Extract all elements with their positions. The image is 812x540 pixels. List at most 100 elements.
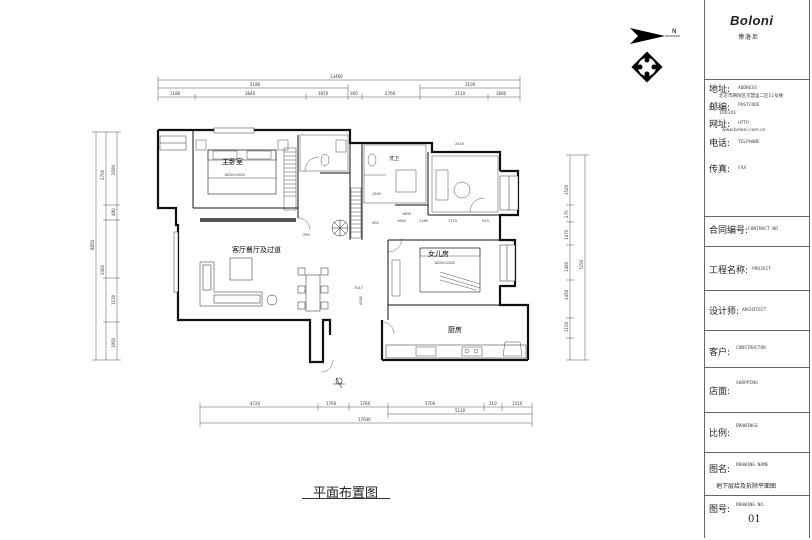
address-label: 地址: <box>709 85 731 95</box>
top-dimension-lines <box>157 76 521 101</box>
dim-top-a: 5180 <box>250 82 261 87</box>
brand-logo: Boloni <box>730 13 774 28</box>
plan-title-underline <box>302 498 390 499</box>
top-dimension-labels: 13460 5180 3100 1180 3840 1870 360 2760 … <box>170 74 507 96</box>
svg-text:970: 970 <box>482 219 489 223</box>
svg-text:3360: 3360 <box>100 264 105 275</box>
windows <box>159 127 519 293</box>
tel-value: TELPHONE <box>738 140 760 145</box>
client-value: CONSTRUCTOR <box>736 346 766 351</box>
svg-text:1460: 1460 <box>564 261 569 272</box>
store-label: 店面: <box>709 387 731 397</box>
left-dimension-labels: 8850 2700 2590 480 3360 1530 1950 <box>90 164 116 348</box>
scale-label: 比例: <box>709 429 731 439</box>
svg-text:1760: 1760 <box>326 401 337 406</box>
sink-icon <box>415 346 437 357</box>
address-value: ADDRESS <box>738 86 757 91</box>
drawing-name-cn: 地下层给及拆除平面图 <box>716 483 777 490</box>
living-room: 客厅餐厅及过道 <box>199 218 329 312</box>
web-label: 网址: <box>709 120 731 130</box>
svg-text:7017: 7017 <box>354 286 363 290</box>
postcode-number: 100101 <box>719 111 737 116</box>
designer-label: 设计师: <box>709 307 740 317</box>
fax-label: 传真: <box>709 165 731 175</box>
svg-text:1770: 1770 <box>448 219 457 223</box>
svg-text:310: 310 <box>489 401 497 406</box>
svg-text:2160: 2160 <box>419 219 428 223</box>
web-value: HTTP <box>738 121 749 126</box>
svg-text:1530: 1530 <box>111 294 116 305</box>
bathroom: 洗卫 <box>363 144 427 204</box>
master-bedroom: 主卧室 1800×2200 <box>195 139 289 195</box>
fax-value: FAX <box>738 166 747 171</box>
right-dimension-labels: 1520 270 1470 1460 1450 1150 7250 <box>564 184 584 332</box>
svg-text:480: 480 <box>111 208 116 216</box>
room-label-kitchen: 厨房 <box>448 325 462 334</box>
room-label-daughter: 女儿房 <box>428 249 449 258</box>
wardrobe-master <box>283 147 297 211</box>
entrance-marker-icon <box>333 377 345 389</box>
stove-icon <box>461 346 483 357</box>
bottom-dimension-lines <box>199 403 533 427</box>
svg-text:2510: 2510 <box>455 142 464 146</box>
room-label-bath: 洗卫 <box>389 155 399 162</box>
right-dimension-lines <box>566 154 589 361</box>
svg-text:1150: 1150 <box>564 321 569 332</box>
interior-walls <box>192 130 500 320</box>
designer-value: ARCHITECT <box>742 308 767 313</box>
utility-room <box>431 155 499 213</box>
dim-top-total: 13460 <box>330 74 343 79</box>
kitchen: 厨房 <box>385 325 527 359</box>
svg-text:270: 270 <box>564 210 569 218</box>
drawing-name-label: 图名: <box>709 465 731 475</box>
svg-text:1800: 1800 <box>402 212 411 216</box>
daughter-bed-size: 1800×2200 <box>434 261 455 265</box>
svg-text:2760: 2760 <box>385 91 396 96</box>
svg-text:2700: 2700 <box>100 169 105 180</box>
svg-text:1760: 1760 <box>360 401 371 406</box>
svg-text:900: 900 <box>372 221 379 225</box>
svg-text:1510: 1510 <box>512 401 523 406</box>
svg-text:17630: 17630 <box>358 417 371 422</box>
floor-plan-drawing: N 13460 5180 3100 1180 3840 1870 360 276… <box>90 28 680 427</box>
room-label-master: 主卧室 <box>222 157 243 166</box>
coffee-table <box>229 257 253 281</box>
side-table <box>266 294 278 306</box>
drawing-name-value: DRAWING NAME <box>736 463 769 468</box>
daughter-bedroom: 女儿房 1800×2200 <box>391 247 481 297</box>
plan-title: 平面布置图 <box>313 486 379 501</box>
postcode-label: 邮编: <box>709 103 731 113</box>
master-bed <box>207 149 277 195</box>
svg-text:290: 290 <box>303 233 310 237</box>
project-value: PROJECT <box>752 267 771 272</box>
svg-text:3840: 3840 <box>245 91 256 96</box>
svg-text:1470: 1470 <box>564 229 569 240</box>
drawing-no-value: DRAWING NO. <box>736 503 766 508</box>
corridor-storage <box>350 187 362 239</box>
inner-dimension-labels: 2510 1940 1800 900 2160 1640 1770 970 29… <box>303 142 489 305</box>
postcode-value: POSTCODE <box>738 103 760 108</box>
tel-label: 电话: <box>709 139 731 149</box>
north-arrow-icon: N <box>630 28 680 44</box>
svg-text:4720: 4720 <box>250 401 261 406</box>
svg-text:1640: 1640 <box>397 219 406 223</box>
master-ensuite <box>299 134 349 172</box>
svg-text:1180: 1180 <box>170 91 181 96</box>
svg-text:3700: 3700 <box>425 401 436 406</box>
brand-name-cn: 博洛尼 <box>738 34 760 41</box>
client-label: 客户: <box>709 348 731 358</box>
svg-text:5120: 5120 <box>455 408 466 413</box>
drawing-number: 01 <box>748 514 761 525</box>
svg-text:7250: 7250 <box>579 259 584 270</box>
svg-text:1680: 1680 <box>496 91 507 96</box>
svg-text:1940: 1940 <box>372 192 381 196</box>
master-bed-size: 1800×2200 <box>224 173 245 177</box>
drawing-no-label: 图号: <box>709 505 731 515</box>
svg-text:2510: 2510 <box>455 91 466 96</box>
scale-value: DRAWINGS <box>736 424 758 429</box>
svg-text:N: N <box>672 28 677 35</box>
sofa <box>199 261 263 307</box>
address-cn: 北京市朝阳区京慧里二区11号楼 <box>719 94 784 99</box>
svg-text:1520: 1520 <box>564 184 569 195</box>
project-label: 工程名称: <box>709 266 749 276</box>
